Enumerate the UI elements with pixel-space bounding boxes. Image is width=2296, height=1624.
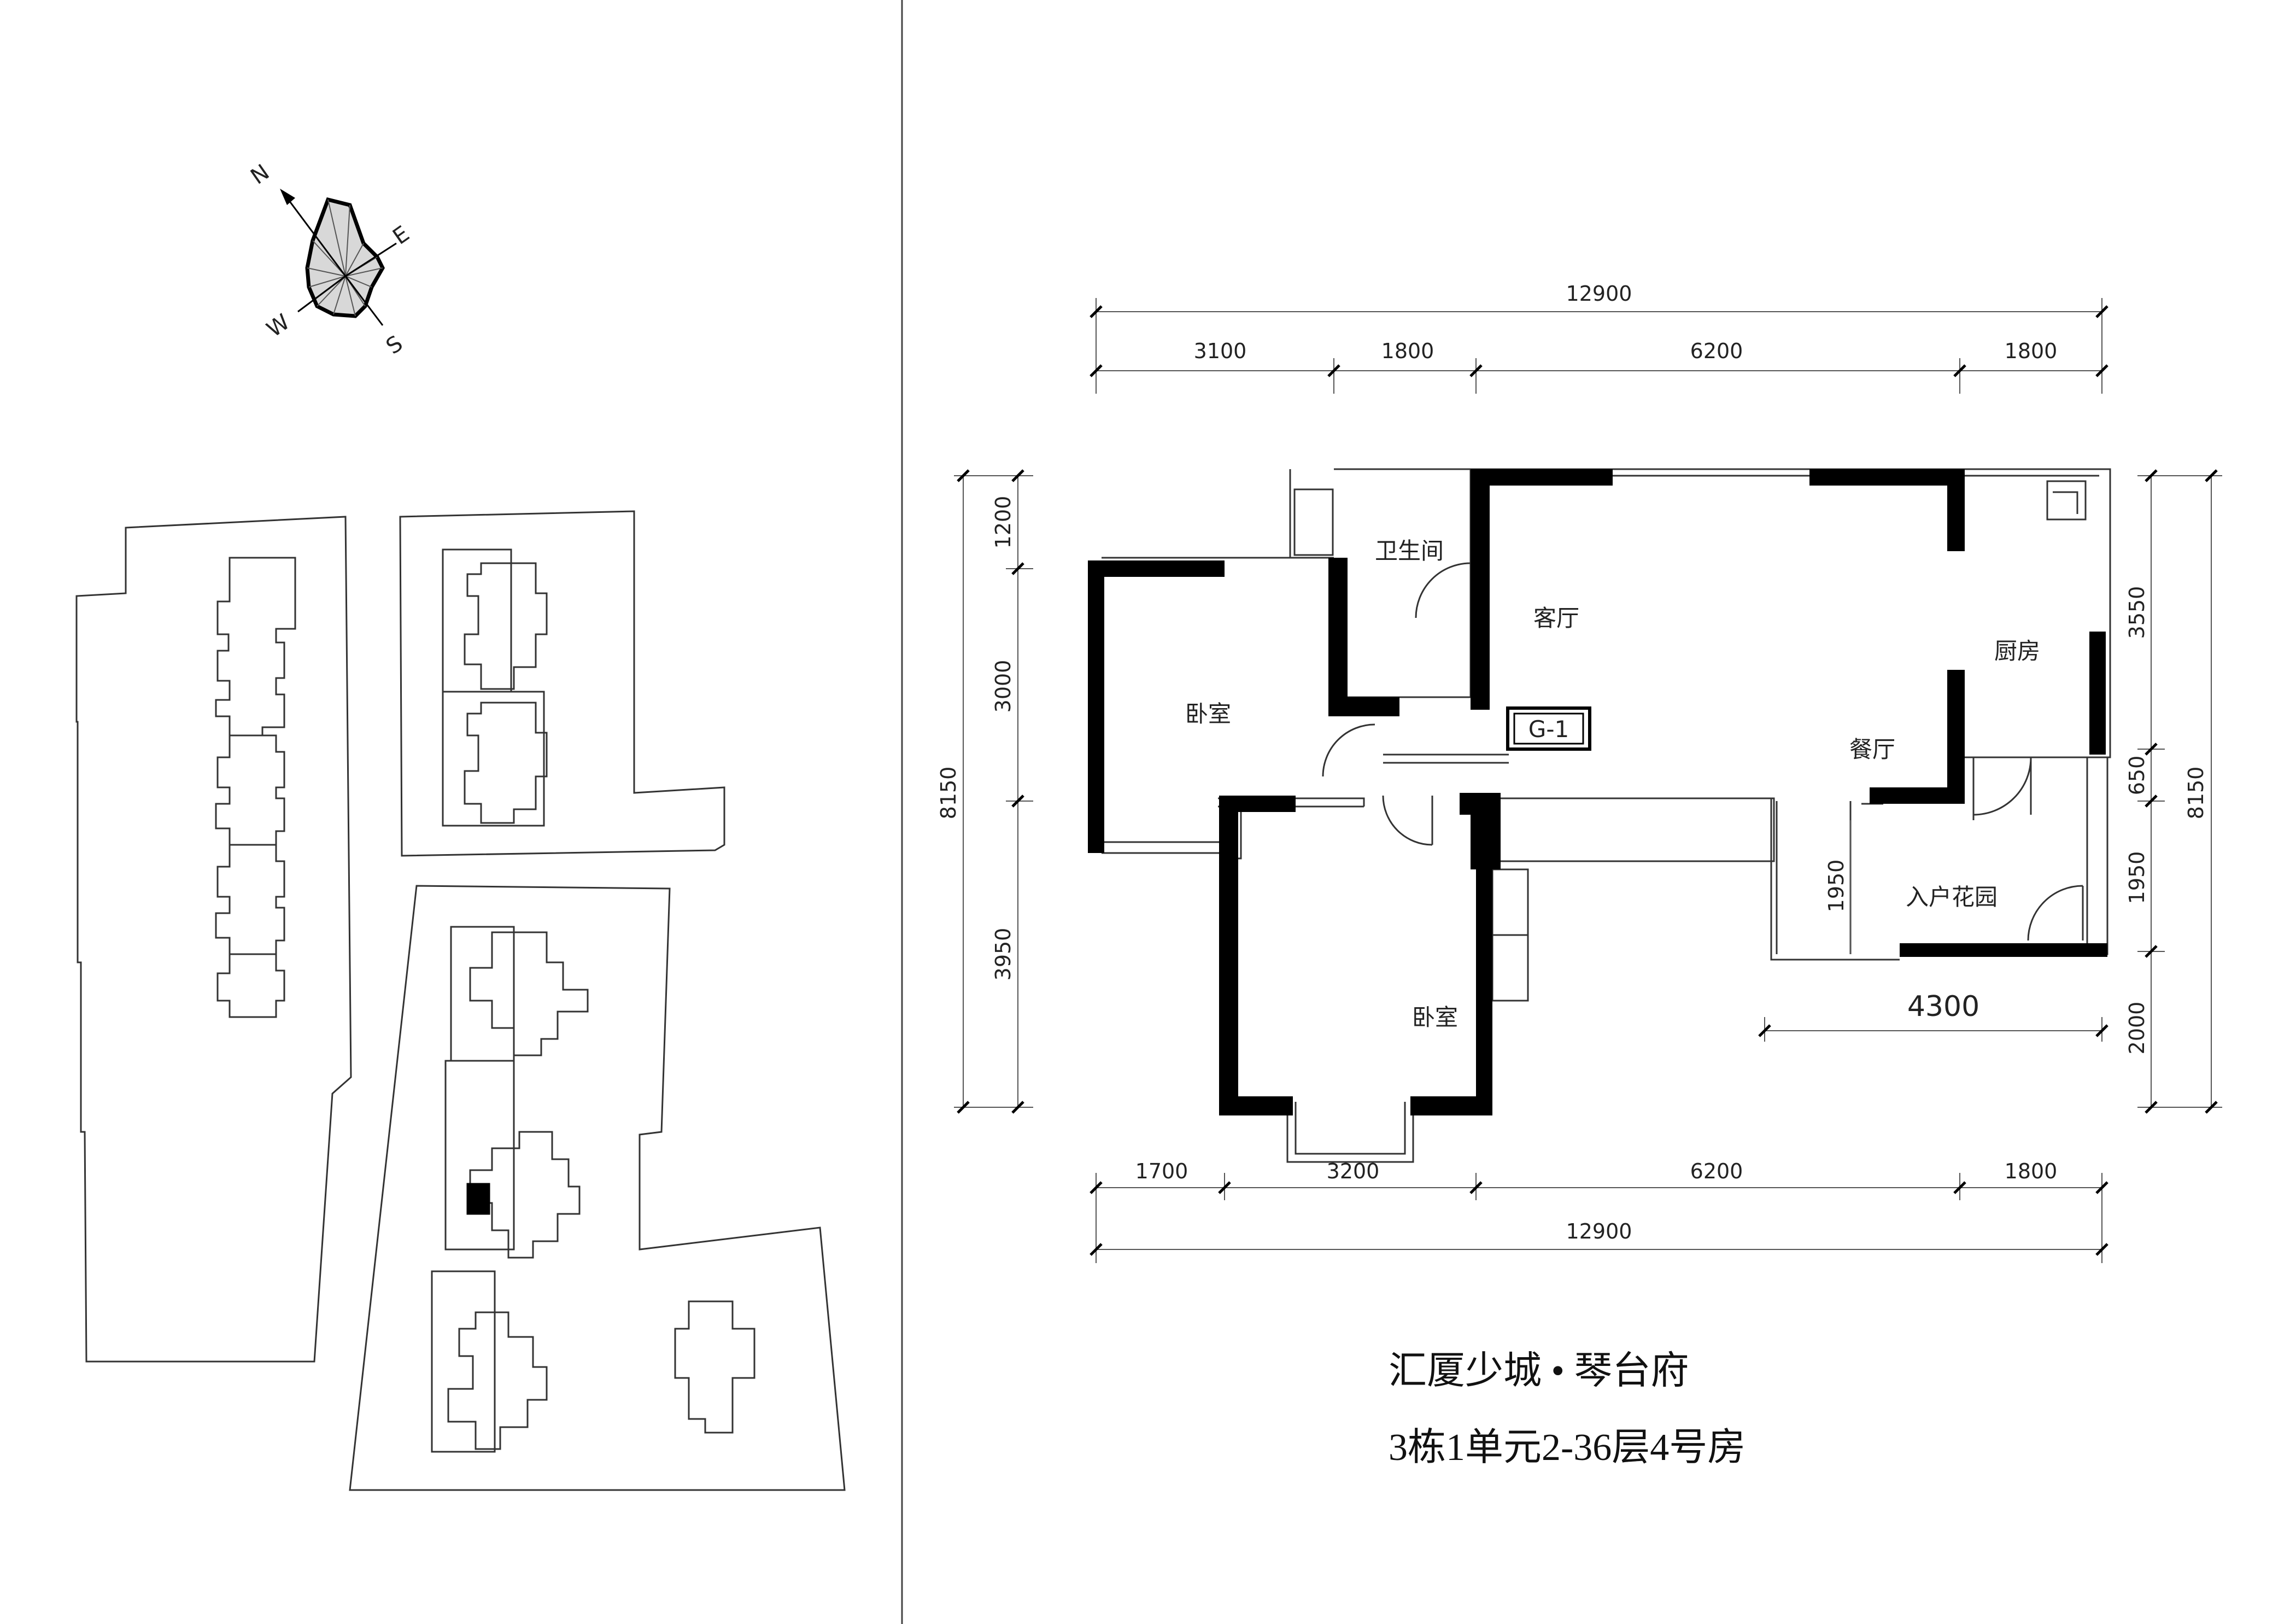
dim-garden-inner: 1950 [1824,860,1848,913]
unit-subtitle: 3栋1单元2-36层4号房 [1389,1427,1746,1469]
structural-walls [1088,469,2107,1115]
dim-bottom-total: 12900 [1566,1219,1632,1243]
dim-bottom-seg-3: 6200 [1690,1159,1743,1183]
wind-rose-shape [305,197,385,318]
dimension-lines [954,298,2222,1263]
dim-left-seg-2: 3000 [991,660,1015,713]
compass-rose: N E S W [246,160,414,359]
room-label-bedroom-south: 卧室 [1412,1004,1458,1031]
site-buildings-west [215,557,296,1018]
room-label-bedroom-north: 卧室 [1185,700,1231,727]
site-parcel-west [75,516,352,1363]
dim-right-seg-3: 1950 [2125,851,2149,904]
dim-bottom-seg-2: 3200 [1327,1159,1380,1183]
dim-left-total: 8150 [936,767,960,820]
site-plan [75,510,846,1491]
dim-right-seg-4: 2000 [2125,1002,2149,1055]
project-title: 汇厦少城 • 琴台府 [1389,1350,1689,1392]
dim-top-seg-4: 1800 [2005,339,2058,363]
floor-plan: G-1 卫生间 客厅 厨房 卧室 餐厅 入户花园 卧室 [936,282,2222,1263]
room-label-dining: 餐厅 [1849,736,1895,763]
dim-garden-width: 4300 [1907,990,1979,1023]
site-parcel-south [349,885,846,1491]
room-label-entry-garden: 入户花园 [1906,884,1998,910]
dim-right-seg-1: 3550 [2125,586,2149,639]
dim-top-seg-2: 1800 [1381,339,1434,363]
compass-n-label: N [246,160,274,190]
room-label-bathroom: 卫生间 [1375,538,1444,564]
site-unit-marker [466,1183,490,1215]
dim-right-total: 8150 [2184,767,2208,820]
unit-type-code: G-1 [1528,716,1569,743]
dim-top-seg-3: 6200 [1690,339,1743,363]
dim-left-seg-3: 3950 [991,928,1015,981]
dim-left-seg-1: 1200 [991,496,1015,549]
site-buildings-south [431,926,755,1453]
dim-bottom-seg-4: 1800 [2005,1159,2058,1183]
dim-top-seg-1: 3100 [1194,339,1247,363]
room-label-living: 客厅 [1533,605,1579,632]
compass-s-label: S [382,331,407,359]
site-buildings-north [442,548,548,827]
site-parcel-north [399,510,725,857]
dim-top-total: 12900 [1566,282,1632,306]
unit-type-tag: G-1 [1506,706,1591,751]
compass-w-label: W [262,309,295,342]
room-label-kitchen: 厨房 [1994,638,2040,664]
dim-bottom-seg-1: 1700 [1135,1159,1188,1183]
dim-right-seg-2: 650 [2125,756,2149,796]
